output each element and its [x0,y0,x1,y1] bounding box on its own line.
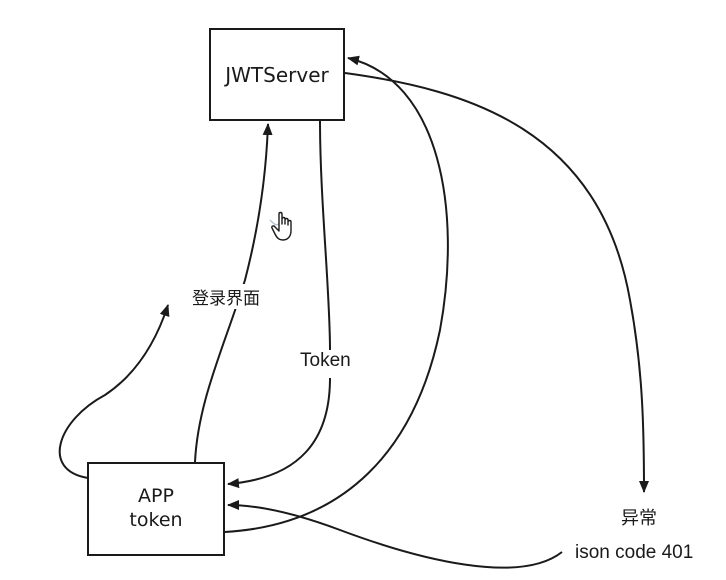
jwtserver-label: JWTServer [225,62,329,87]
login-page-label: 登录界面 [190,284,262,309]
json-code-label: ison code 401 [573,542,696,564]
arrow-app-to-jwtserver [194,123,273,463]
app-node: APP token [87,462,225,556]
app-label: APP [138,485,174,508]
arrow-json-code-to-app [227,500,563,569]
arrow-jwtserver-to-exception [344,72,649,493]
arrow-app-to-jwtserver-loop [224,55,449,533]
app-token-label: token [129,509,183,531]
exception-label: 异常 [619,504,659,530]
arrow-app-to-login-page [58,304,170,479]
token-label: Token [298,350,353,372]
jwtserver-node: JWTServer [209,28,345,121]
arrow-jwtserver-token-to-app [228,120,331,484]
hand-pointer-icon [269,211,292,241]
